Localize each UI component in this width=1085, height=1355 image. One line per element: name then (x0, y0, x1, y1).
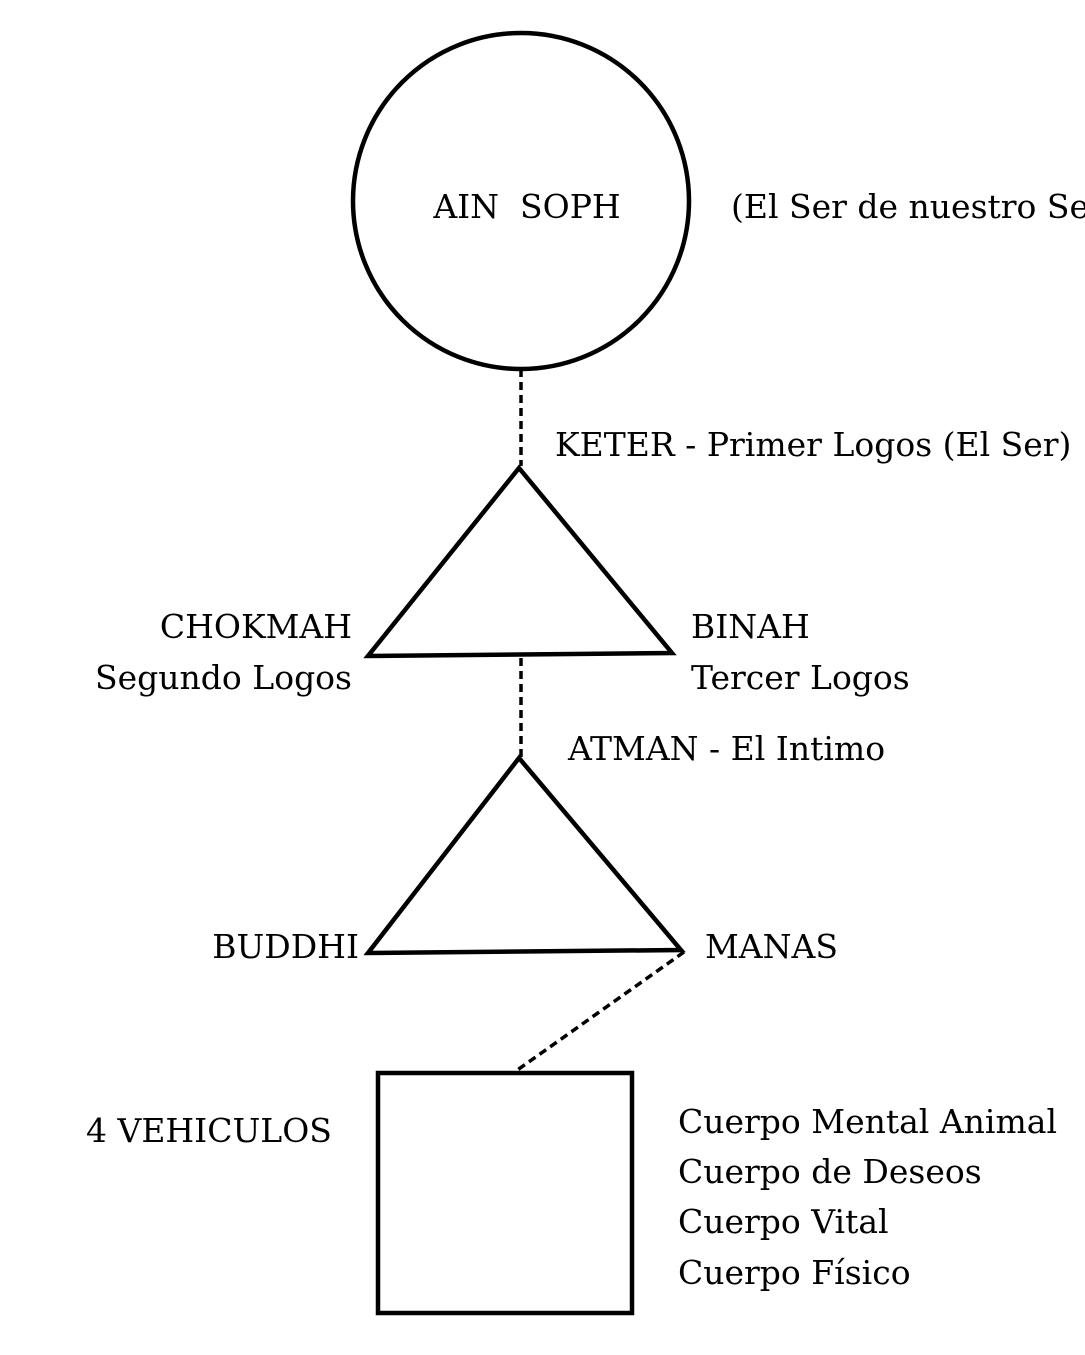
keter-label: KETER - Primer Logos (El Ser) (555, 425, 1071, 464)
atman-label: ATMAN - El Intimo (567, 729, 885, 768)
binah-label: BINAH (691, 607, 810, 646)
upper-triangle (363, 464, 677, 659)
body-item: Cuerpo de Deseos (678, 1152, 982, 1191)
body-item: Cuerpo Vital (678, 1202, 889, 1241)
chokmah-label: CHOKMAH (160, 607, 352, 646)
vehiculos-label: 4 VEHICULOS (86, 1111, 332, 1150)
binah-subtitle: Tercer Logos (691, 658, 910, 697)
ain-soph-note: (El Ser de nuestro Ser) (731, 187, 1085, 226)
chokmah-subtitle: Segundo Logos (95, 658, 352, 697)
lower-triangle (363, 754, 686, 956)
manas-label: MANAS (705, 927, 838, 966)
connector-manas-vehiculos (514, 950, 686, 1073)
body-item: Cuerpo Físico (678, 1253, 911, 1292)
vehiculos-square (375, 1070, 635, 1316)
ain-soph-label: AIN SOPH (432, 187, 620, 226)
body-item: Cuerpo Mental Animal (678, 1102, 1057, 1141)
buddhi-label: BUDDHI (212, 927, 359, 966)
